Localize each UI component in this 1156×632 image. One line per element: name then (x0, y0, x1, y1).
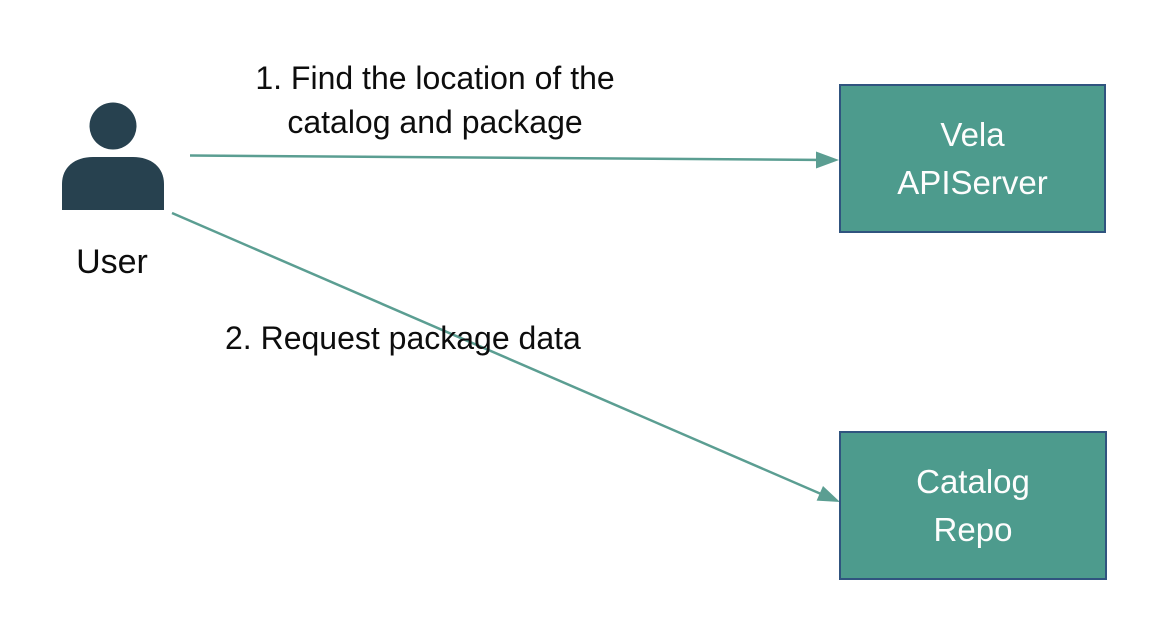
edge-1-label: 1. Find the location of the catalog and … (215, 56, 655, 144)
node-vela-label-line-2: APIServer (897, 163, 1048, 201)
edge-1-label-line-2: catalog and package (287, 104, 583, 140)
node-catalog-label-line-1: Catalog (916, 462, 1030, 500)
node-vela-label-line-1: Vela (940, 115, 1005, 153)
arrow-1-head-icon (816, 151, 839, 169)
node-vela-apiserver: Vela APIServer (839, 84, 1106, 233)
node-catalog-repo: Catalog Repo (839, 431, 1107, 580)
arrow-1-line (189, 154, 830, 162)
arrow-2-line (171, 211, 829, 499)
edge-2-label: 2. Request package data (225, 320, 581, 356)
person-head-icon (89, 102, 137, 150)
node-catalog-label-line-2: Repo (933, 510, 1013, 548)
edge-1-label-line-1: 1. Find the location of the (255, 60, 615, 96)
arrow-2-head-icon (816, 486, 840, 502)
actor-label: User (76, 243, 148, 281)
person-body-icon (62, 157, 164, 210)
